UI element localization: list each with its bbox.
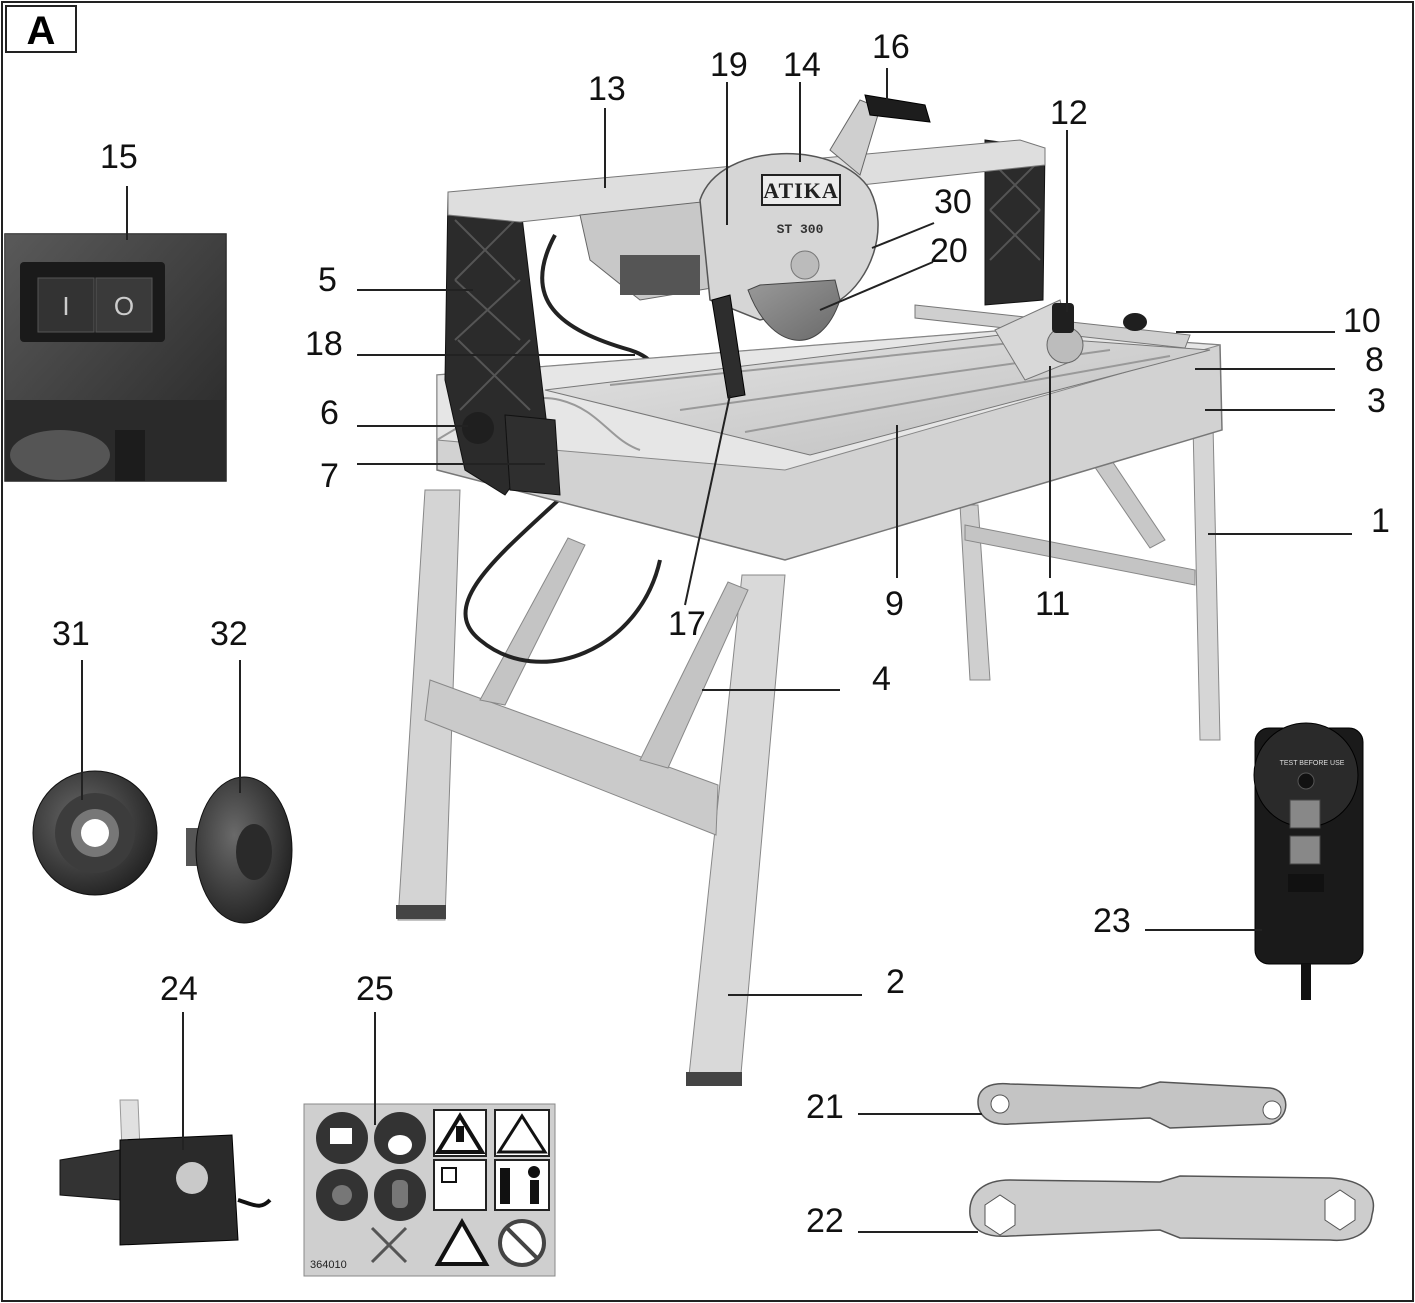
leg-brace-left bbox=[479, 537, 586, 706]
panel-label: A bbox=[27, 9, 56, 53]
model-text: ST 300 bbox=[777, 222, 824, 237]
brand-plate bbox=[761, 174, 841, 206]
saw-blade bbox=[747, 279, 841, 341]
sticker-code: 364010 bbox=[310, 1259, 347, 1271]
switch-inset: I O bbox=[4, 233, 227, 482]
callout-4: 4 bbox=[872, 660, 891, 698]
callout-15: 15 bbox=[100, 138, 138, 176]
callout-20: 20 bbox=[930, 232, 968, 270]
callout-31: 31 bbox=[52, 615, 90, 653]
flange-31 bbox=[32, 770, 158, 896]
callout-7: 7 bbox=[320, 457, 339, 495]
callout-8: 8 bbox=[1365, 341, 1384, 379]
wrench-21 bbox=[977, 1081, 1287, 1129]
height-knob bbox=[462, 412, 494, 444]
callout-11: 11 bbox=[1035, 585, 1070, 623]
tilt-bracket bbox=[504, 414, 561, 496]
handle-grip bbox=[864, 94, 931, 123]
rear-leg-right bbox=[1192, 424, 1221, 741]
callout-18: 18 bbox=[305, 325, 343, 363]
warning-triangle-icon bbox=[434, 1112, 486, 1154]
callout-22: 22 bbox=[806, 1202, 844, 1240]
callout-2: 2 bbox=[886, 963, 905, 1001]
callout-32: 32 bbox=[210, 615, 248, 653]
remote-label: TEST BEFORE USE bbox=[1280, 760, 1345, 767]
flange-32 bbox=[186, 776, 293, 924]
no-fire-icon bbox=[370, 1226, 408, 1264]
warning-sticker: 364010 bbox=[303, 1103, 556, 1277]
brand-text: ATIKA bbox=[763, 178, 839, 203]
callout-6: 6 bbox=[320, 394, 339, 432]
tile-saw: ATIKA ST 300 bbox=[396, 94, 1223, 1086]
water-pump bbox=[59, 1099, 272, 1246]
callout-21: 21 bbox=[806, 1088, 844, 1126]
callout-19: 19 bbox=[710, 46, 748, 84]
lock-knob bbox=[1052, 303, 1074, 333]
callout-14: 14 bbox=[783, 46, 821, 84]
callout-30: 30 bbox=[934, 183, 972, 221]
callout-numbers: 1 2 3 4 5 6 7 8 9 10 11 12 13 14 15 16 1… bbox=[52, 28, 1390, 1240]
callout-25: 25 bbox=[356, 970, 394, 1008]
cutting-hazard-icon bbox=[496, 1113, 548, 1154]
panel-label-box bbox=[5, 5, 77, 53]
callout-3: 3 bbox=[1367, 382, 1386, 420]
switch-on-label: I bbox=[62, 291, 69, 321]
callout-9: 9 bbox=[885, 585, 904, 623]
pe-switch: TEST BEFORE USE bbox=[1253, 722, 1364, 1000]
leg-crossbar bbox=[424, 679, 719, 836]
wrench-22 bbox=[969, 1175, 1375, 1242]
callout-13: 13 bbox=[588, 70, 626, 108]
callout-23: 23 bbox=[1093, 902, 1131, 940]
callout-24: 24 bbox=[160, 970, 198, 1008]
eye-hazard-icon bbox=[434, 1217, 490, 1266]
switch-off-label: O bbox=[114, 291, 134, 321]
callout-10: 10 bbox=[1343, 302, 1381, 340]
callout-16: 16 bbox=[872, 28, 910, 66]
leader-lines bbox=[81, 68, 1352, 1233]
callout-12: 12 bbox=[1050, 94, 1088, 132]
callout-5: 5 bbox=[318, 261, 337, 299]
leg-brace-right bbox=[639, 581, 749, 769]
splash-arm bbox=[711, 294, 746, 399]
callout-1: 1 bbox=[1371, 502, 1390, 540]
callout-17: 17 bbox=[668, 605, 706, 643]
